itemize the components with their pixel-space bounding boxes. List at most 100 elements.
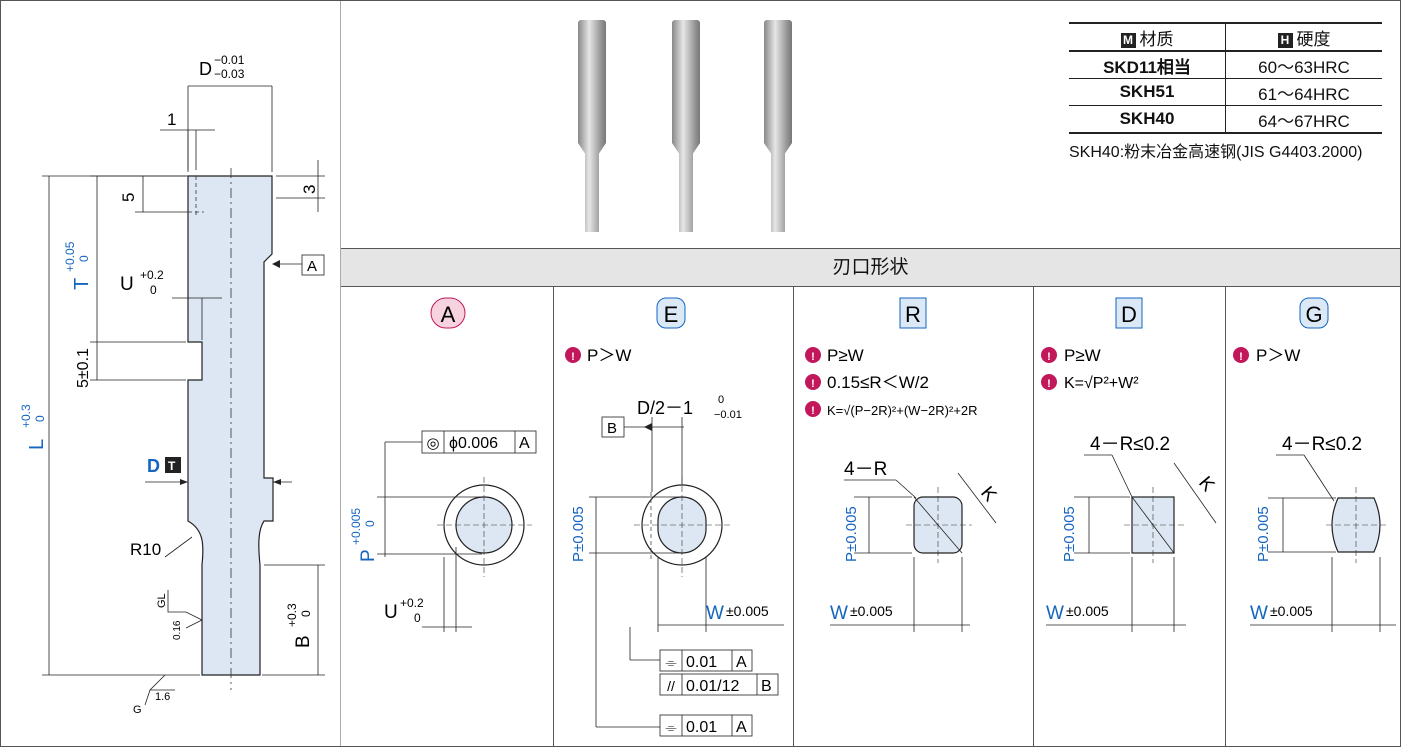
five-tol: 5±0.1: [75, 348, 92, 388]
shape-a-badge: A: [441, 302, 456, 327]
top-dim: D/2－1: [637, 398, 693, 418]
w-tol: ±0.005: [726, 603, 769, 619]
material-col-label: 材质: [1139, 29, 1174, 49]
datum-b: B: [607, 420, 617, 437]
u-tol-lower: 0: [414, 611, 421, 625]
frame-sym: ◎: [426, 435, 439, 452]
hardness-cell: 60～63HRC: [1225, 51, 1382, 79]
shape-d-note: P≥W: [1064, 346, 1101, 365]
u-label: U: [384, 602, 398, 623]
col-divider: [1225, 286, 1226, 746]
shape-g-badge: G: [1305, 302, 1322, 327]
p-label: P±0.005: [570, 506, 587, 562]
frame-value: 0.01/12: [686, 678, 739, 695]
frame-sym: //: [667, 678, 675, 694]
p-label: P±0.005: [1255, 506, 1272, 562]
dim-3: 3: [300, 185, 319, 194]
k-label: K: [976, 483, 1000, 506]
r10: R10: [130, 540, 161, 559]
corner-label: 4－R≤0.2: [1282, 434, 1362, 455]
l-tol-lower: 0: [33, 415, 47, 422]
frame-sym: ⌯: [665, 654, 676, 670]
shape-d-badge: D: [1121, 302, 1137, 327]
d-key: T: [168, 459, 176, 473]
frame-value: 0.01: [686, 654, 717, 671]
svg-text:!: !: [811, 351, 815, 363]
shape-e-badge: E: [664, 302, 679, 327]
w-label: W: [1046, 603, 1064, 624]
u-tol-upper: +0.2: [400, 596, 424, 610]
w-label: W: [706, 603, 724, 624]
frame-datum: B: [761, 678, 772, 695]
corner-label: 4－R≤0.2: [1090, 434, 1170, 455]
d-tol-upper: −0.01: [214, 53, 245, 67]
w-tol: ±0.005: [1066, 603, 1109, 619]
gl: GL: [156, 593, 168, 608]
u-tol-upper: +0.2: [140, 268, 164, 282]
l-main: L: [26, 439, 48, 450]
t-main: T: [71, 278, 93, 290]
shape-e-note: P＞W: [587, 346, 631, 365]
svg-text:!: !: [811, 378, 815, 390]
p-label: P: [358, 549, 379, 562]
datum-a: A: [307, 258, 317, 275]
d-tol-lower: −0.03: [214, 67, 245, 81]
shape-g-panel: G ! P＞W 4－R≤0.2 P±0.005 W ±0.005: [1233, 297, 1396, 632]
shape-r-note: P≥W: [827, 346, 864, 365]
hardness-cell: 61～64HRC: [1225, 78, 1382, 106]
w-label: W: [1250, 603, 1268, 624]
svg-text:!: !: [811, 405, 815, 417]
m-key: M: [1120, 32, 1136, 48]
col-divider: [793, 286, 794, 746]
col-divider: [553, 286, 554, 746]
frame-datum: A: [519, 435, 530, 452]
shape-e-panel: E ! P＞W D/2－1 0 −0.01 B P±0.005 W ±0.005…: [565, 297, 784, 737]
material-cell: SKD11相当: [1069, 51, 1226, 79]
shape-d-panel: D ! P≥W ! K=√P²+W² 4－R≤0.2 K P±0.005 W ±…: [1041, 297, 1219, 632]
b-tol-lower: 0: [299, 610, 313, 617]
u-tol-lower: 0: [150, 283, 157, 297]
frame-datum: A: [736, 719, 747, 736]
frame-value: 0.01: [686, 719, 717, 736]
w-label: W: [830, 603, 848, 624]
svg-text:!: !: [1047, 351, 1051, 363]
shape-d-note: K=√P²+W²: [1064, 375, 1139, 392]
tip-shape-banner: 刃口形状: [341, 248, 1400, 287]
u-main: U: [120, 274, 134, 295]
punch-dimension-drawing: D −0.01 −0.03 1 5 3 T +0.05 0 U +0.2 0 5…: [19, 0, 341, 747]
shape-r-note: K=√(P−2R)²+(W−2R)²+2R: [827, 403, 978, 418]
b-tol-upper: +0.3: [285, 603, 299, 627]
frame-datum: A: [736, 654, 747, 671]
svg-text:!: !: [1047, 378, 1051, 390]
p-label: P±0.005: [1061, 506, 1078, 562]
d-main: D: [199, 59, 212, 79]
hardness-cell: 64～67HRC: [1225, 105, 1382, 134]
p-tol-upper: +0.005: [349, 508, 363, 545]
w-tol: ±0.005: [850, 603, 893, 619]
rough-16: 1.6: [155, 691, 170, 703]
rough-016: 0.16: [172, 620, 183, 640]
p-label: P±0.005: [843, 506, 860, 562]
shape-r-note: 0.15≤R＜W/2: [827, 373, 929, 392]
dim-1: 1: [167, 110, 176, 129]
frame-sym: ⌯: [665, 719, 676, 735]
top-tol-lower: −0.01: [714, 409, 742, 421]
material-note: SKH40:粉末冶金高速钢(JIS G4403.2000): [1069, 144, 1363, 161]
d-label: D: [147, 456, 160, 476]
col-divider: [1033, 286, 1034, 746]
dim-5: 5: [119, 193, 138, 202]
material-cell: SKH40: [1069, 105, 1226, 134]
b-main: B: [293, 635, 314, 648]
t-tol-upper: +0.05: [63, 241, 77, 272]
corner-label: 4－R: [844, 459, 887, 480]
g: G: [133, 704, 142, 716]
shape-a-panel: A ◎ ϕ0.006 A P +0.005 0 U +0.2 0: [349, 297, 537, 632]
material-cell: SKH51: [1069, 78, 1226, 106]
